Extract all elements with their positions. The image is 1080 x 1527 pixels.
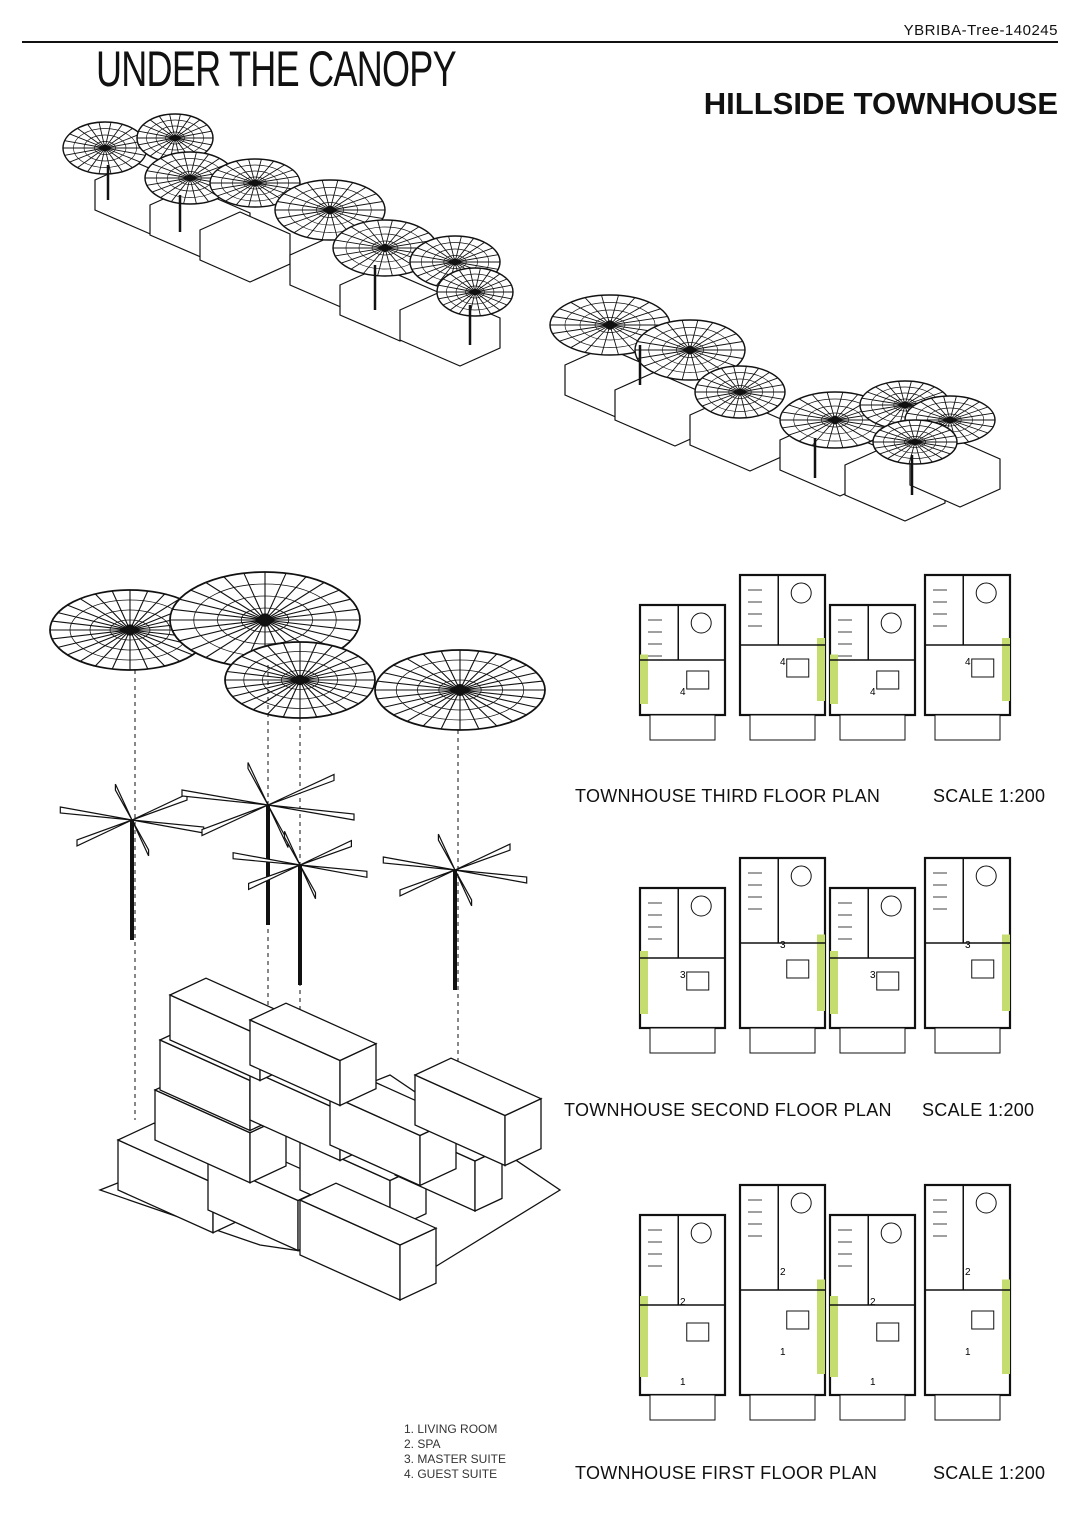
room-legend: 1. LIVING ROOM 2. SPA 3. MASTER SUITE 4.… [404, 1422, 506, 1482]
room-number: 1 [780, 1347, 786, 1358]
project-id: YBRIBA-Tree-140245 [903, 22, 1058, 39]
room-number: 3 [780, 940, 786, 951]
third-floor-scale-label: SCALE 1:200 [933, 786, 1046, 806]
room-number: 2 [680, 1297, 686, 1308]
legend-item: 1. LIVING ROOM [404, 1422, 498, 1436]
legend-item: 4. GUEST SUITE [404, 1467, 498, 1481]
second-floor-plan-drawing: 3 3 3 3 [638, 856, 1012, 1054]
first-floor-scale-label: SCALE 1:200 [933, 1463, 1046, 1483]
main-title: UNDER THE CANOPY [96, 41, 457, 97]
third-floor-plan-drawing: 4 4 4 4 [638, 573, 1012, 741]
third-floor-plan-label: TOWNHOUSE THIRD FLOOR PLAN [575, 786, 881, 806]
sub-title: HILLSIDE TOWNHOUSE [703, 86, 1058, 121]
legend-item: 3. MASTER SUITE [404, 1452, 507, 1466]
aerial-canopy-illustration [62, 113, 1001, 522]
room-number: 4 [680, 687, 686, 698]
room-number: 2 [965, 1267, 971, 1278]
room-number: 2 [870, 1297, 876, 1308]
room-number: 1 [870, 1377, 876, 1388]
room-number: 4 [870, 687, 876, 698]
first-floor-plan-label: TOWNHOUSE FIRST FLOOR PLAN [575, 1463, 878, 1483]
second-floor-plan-label: TOWNHOUSE SECOND FLOOR PLAN [564, 1100, 892, 1120]
room-number: 1 [965, 1347, 971, 1358]
room-number: 4 [780, 657, 786, 668]
legend-item: 2. SPA [404, 1437, 441, 1451]
exploded-axonometric [49, 571, 562, 1302]
room-number: 1 [680, 1377, 686, 1388]
room-number: 3 [680, 970, 686, 981]
room-number: 3 [965, 940, 971, 951]
room-number: 4 [965, 657, 971, 668]
first-floor-plan-drawing: 2 2 2 2 1 1 1 1 [638, 1183, 1012, 1421]
room-number: 3 [870, 970, 876, 981]
second-floor-scale-label: SCALE 1:200 [922, 1100, 1035, 1120]
top-divider [22, 41, 1058, 43]
room-number: 2 [780, 1267, 786, 1278]
